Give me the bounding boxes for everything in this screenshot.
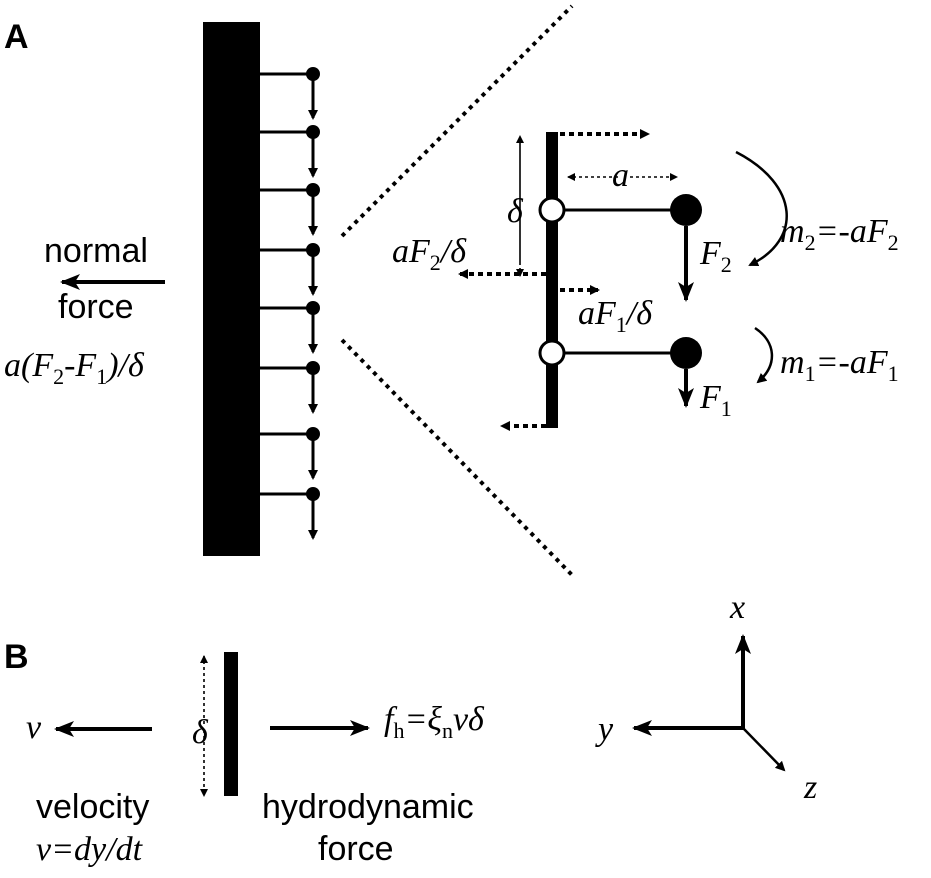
F1-label: F1 [699, 379, 732, 421]
v-label: v [26, 709, 42, 746]
F2-label: F2 [699, 235, 732, 277]
m2-moment-arc [735, 150, 788, 267]
hinge-2 [538, 196, 566, 224]
bead-2 [670, 194, 702, 226]
m2-label: m2=-aF2 [780, 213, 899, 255]
normal-force-label-line2: force [58, 288, 134, 326]
y-axis-label: y [595, 711, 614, 748]
side-arm-bead [306, 183, 320, 197]
m1-moment-arc [754, 326, 774, 384]
m1-label: m1=-aF1 [780, 344, 899, 386]
arm-array [260, 67, 320, 540]
zoom-line-top [340, 4, 574, 238]
side-arm-bead [306, 301, 320, 315]
z-axis-label: z [803, 769, 817, 806]
side-arm-bead [306, 67, 320, 81]
fh-expression: fh=ξnvδ [384, 701, 485, 743]
inset-delta-label: δ [507, 193, 524, 230]
velocity-label: velocity [36, 788, 149, 826]
side-arm-bead [306, 125, 320, 139]
aF1-delta-label: aF1/δ [578, 295, 653, 337]
zoom-line-bottom [340, 338, 574, 577]
segment-delta-label: δ [192, 714, 209, 751]
panel-label-a: A [4, 18, 29, 56]
normal-force-expression: a(F2-F1)/δ [4, 347, 145, 389]
hinge-1 [538, 339, 566, 367]
x-axis-label: x [729, 589, 745, 626]
side-arm-bead [306, 361, 320, 375]
bead-1 [670, 337, 702, 369]
inset-a-label: a [612, 157, 629, 194]
velocity-expression: v=dy/dt [36, 831, 144, 868]
hydrodynamic-label-line1: hydrodynamic [262, 788, 474, 826]
z-axis-arrow [742, 727, 786, 772]
filament-bar [203, 22, 260, 556]
normal-force-label-line1: normal [44, 232, 148, 270]
inset-bar [546, 132, 558, 428]
side-arm-bead [306, 243, 320, 257]
aF2-delta-label: aF2/δ [392, 233, 467, 275]
hydrodynamic-label-line2: force [318, 830, 394, 868]
panel-label-b: B [4, 638, 29, 676]
side-arm-bead [306, 427, 320, 441]
side-arm-bead [306, 487, 320, 501]
segment-bar [224, 652, 238, 796]
